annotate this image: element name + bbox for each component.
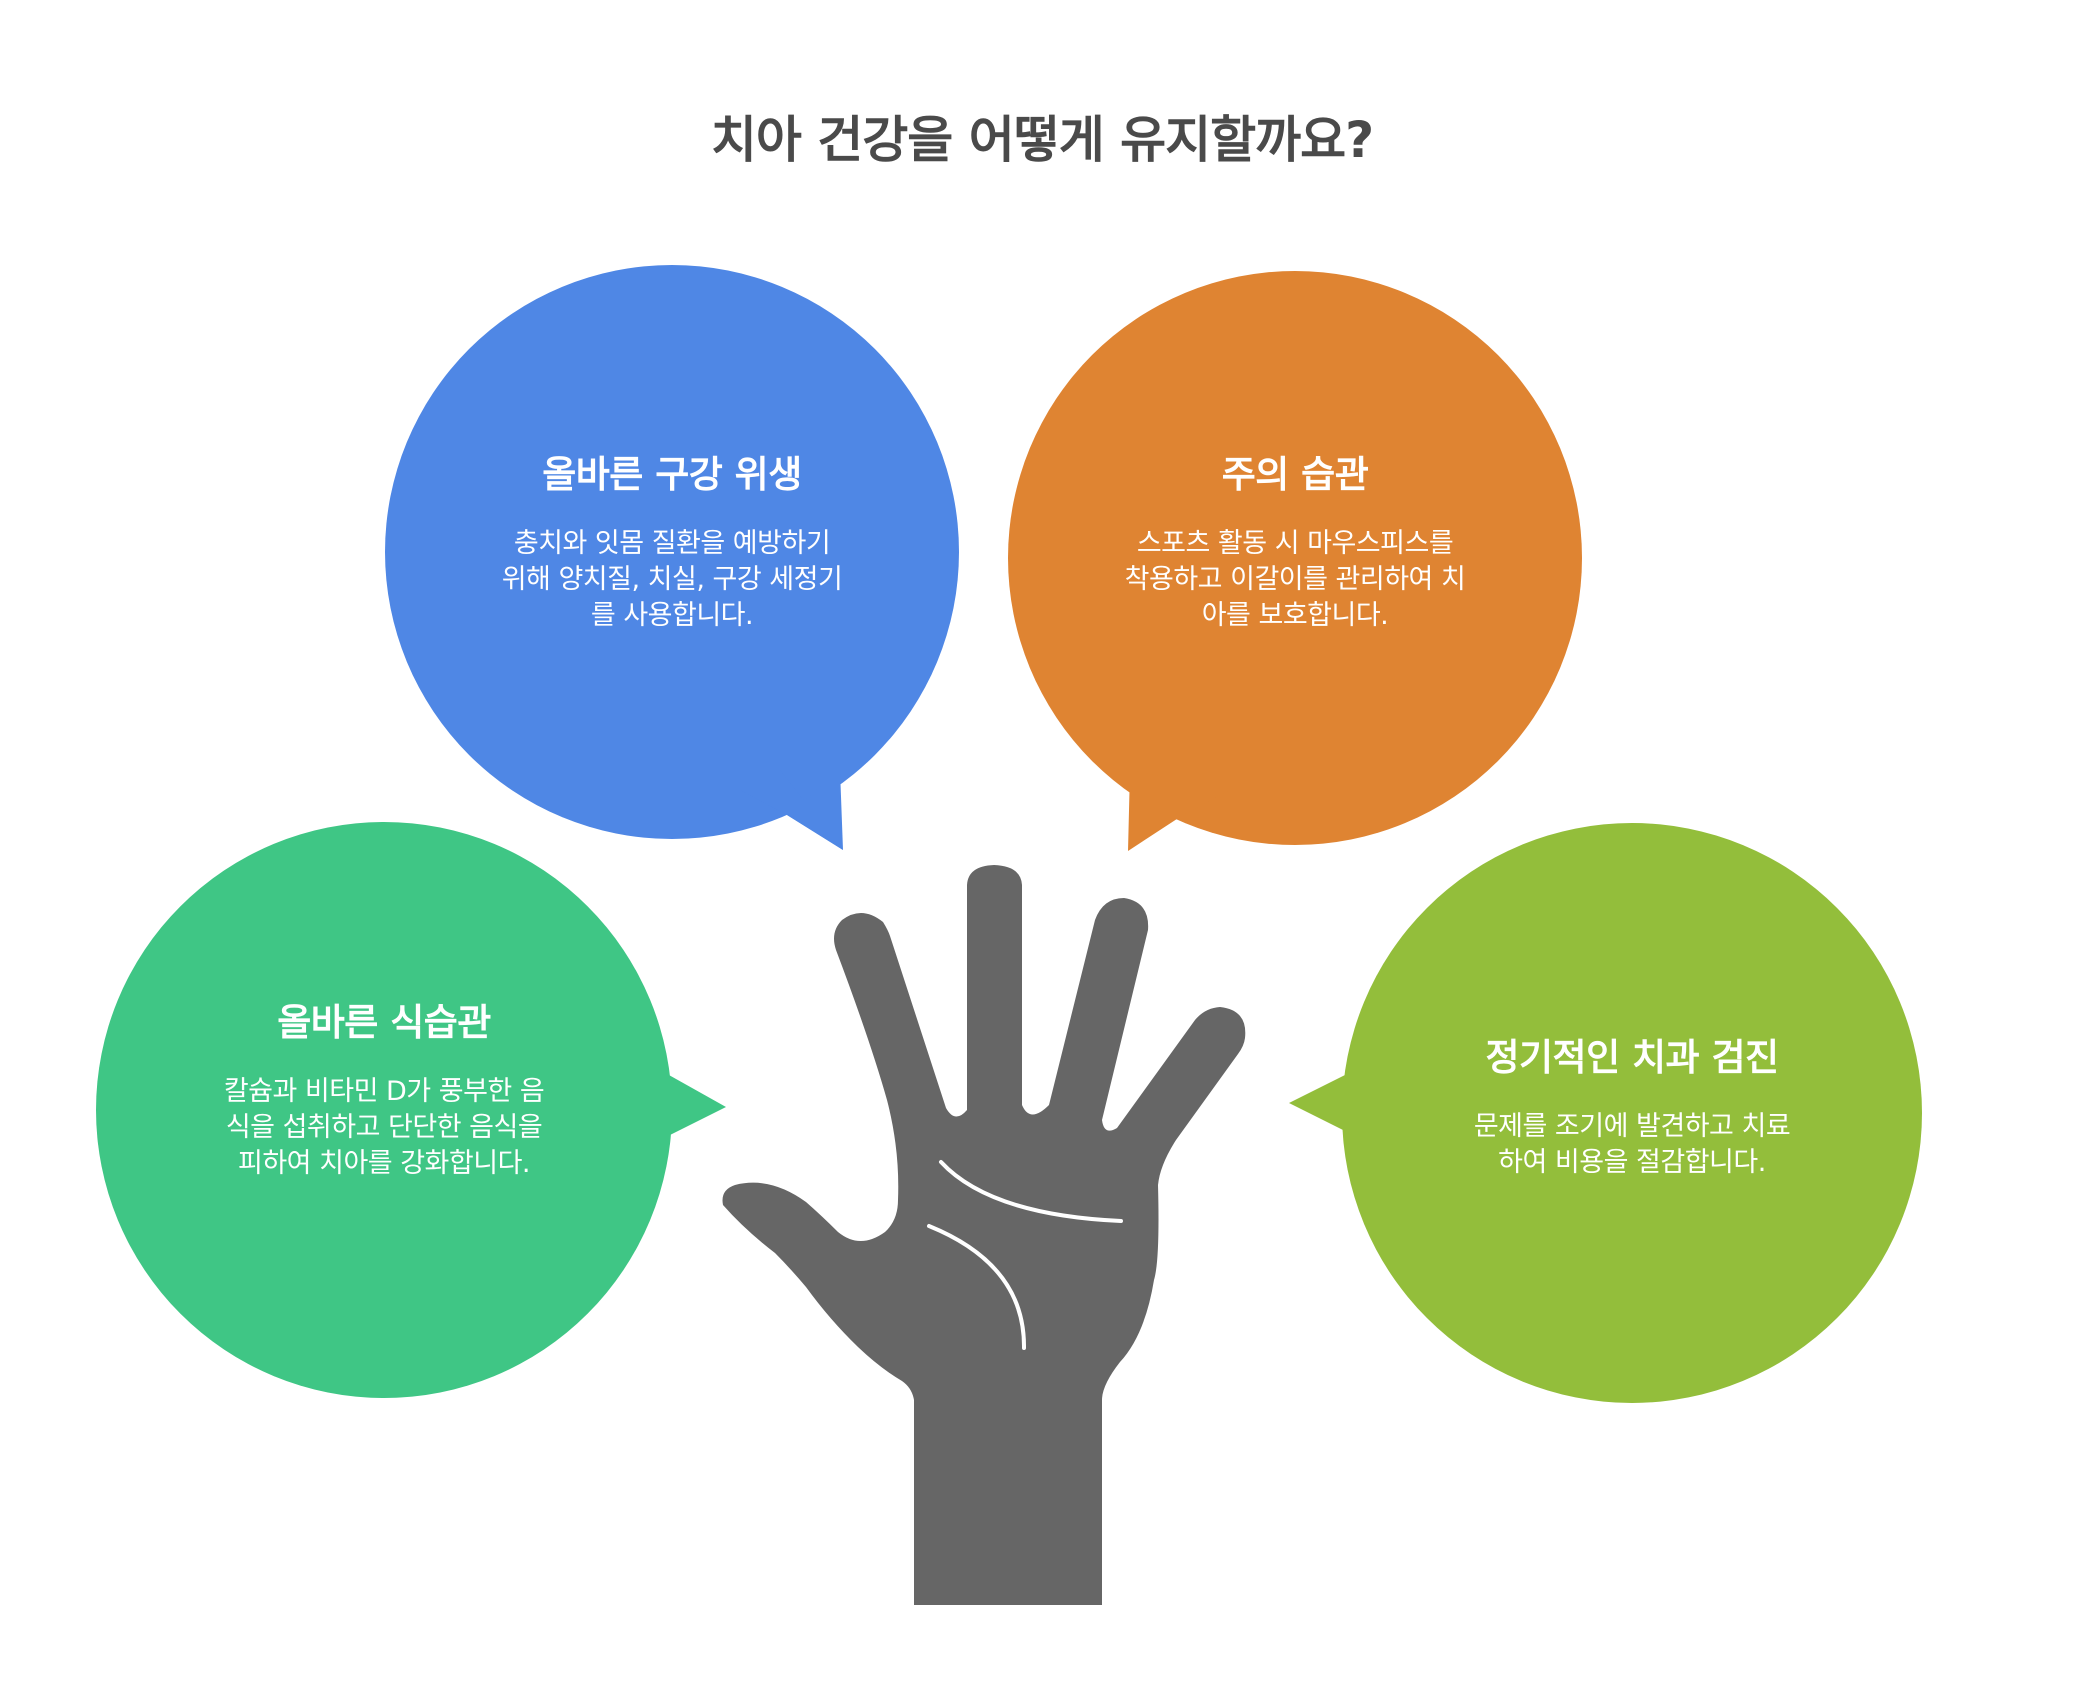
bubble-dental-checkup-text: 정기적인 치과 검진 문제를 조기에 발견하고 치료하여 비용을 절감합니다. <box>1462 1035 1802 1181</box>
bubble-diet-habits <box>96 822 726 1398</box>
bubble-dental-checkup <box>1289 823 1922 1403</box>
bubble-heading: 올바른 구강 위생 <box>542 453 802 496</box>
heart-line <box>939 1160 1123 1223</box>
bubble-diet-habits-text: 올바른 식습관 칼슘과 비타민 D가 풍부한 음식을 섭취하고 단단한 음식을 … <box>212 1000 556 1182</box>
bubble-heading: 올바른 식습관 <box>277 1001 491 1044</box>
life-line <box>927 1224 1027 1350</box>
bubble-body: 충치와 잇몸 질환을 예방하기 위해 양치질, 치실, 구강 세정기를 사용합니… <box>501 528 843 631</box>
bubble-caution-habits-text: 주의 습관 스포츠 활동 시 마우스피스를 착용하고 이갈이를 관리하여 치아를… <box>1123 452 1467 634</box>
bubble-heading: 주의 습관 <box>1221 453 1369 496</box>
bubble-oral-hygiene-text: 올바른 구강 위생 충치와 잇몸 질환을 예방하기 위해 양치질, 치실, 구강… <box>500 452 844 634</box>
open-hand-icon <box>722 865 1246 1605</box>
bubble-oral-hygiene <box>385 265 959 850</box>
bubble-heading: 정기적인 치과 검진 <box>1485 1036 1779 1079</box>
bubble-body: 스포츠 활동 시 마우스피스를 착용하고 이갈이를 관리하여 치아를 보호합니다… <box>1124 528 1466 631</box>
bubble-body: 문제를 조기에 발견하고 치료하여 비용을 절감합니다. <box>1473 1111 1791 1178</box>
bubble-body: 칼슘과 비타민 D가 풍부한 음식을 섭취하고 단단한 음식을 피하여 치아를 … <box>223 1076 545 1179</box>
page-title: 치아 건강을 어떻게 유지할까요? <box>710 111 1374 169</box>
bubble-caution-habits <box>1008 271 1582 851</box>
